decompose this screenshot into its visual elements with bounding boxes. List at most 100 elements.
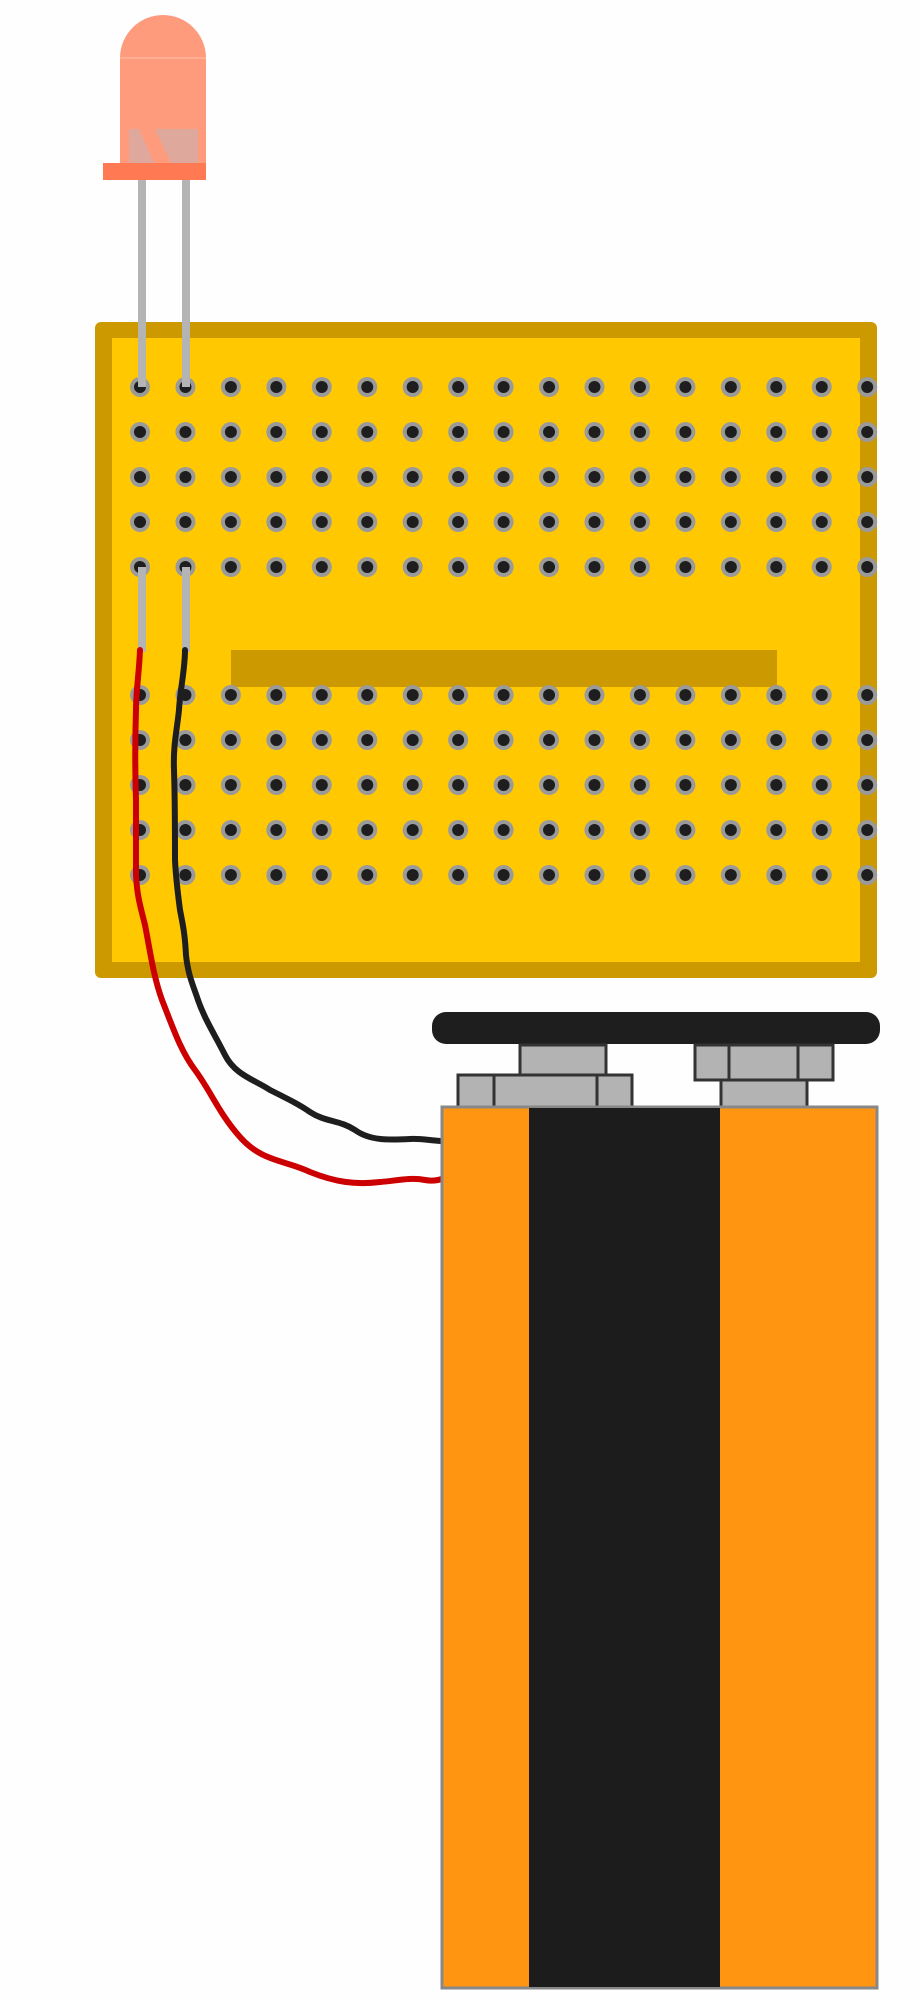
terminal-right-top	[693, 1043, 835, 1082]
breadboard-hole-center	[497, 426, 510, 438]
breadboard-hole-center	[497, 471, 510, 483]
breadboard-hole-center	[270, 734, 283, 746]
breadboard-hole-center	[633, 561, 646, 573]
terminal-right-base	[719, 1078, 809, 1109]
breadboard-hole-center	[406, 381, 419, 393]
breadboard-hole-center	[224, 779, 237, 791]
breadboard-hole-center	[815, 734, 828, 746]
breadboard-hole-center	[224, 824, 237, 836]
breadboard-hole-center	[861, 689, 874, 701]
breadboard-hole-center	[361, 426, 374, 438]
breadboard-hole-center	[815, 869, 828, 881]
breadboard-hole-center	[543, 689, 556, 701]
breadboard-hole-center	[134, 516, 146, 528]
breadboard-hole-center	[179, 824, 192, 836]
breadboard-hole-center	[724, 561, 737, 573]
breadboard-hole-center	[543, 471, 556, 483]
breadboard-hole-center	[679, 426, 692, 438]
breadboard-hole-center	[315, 689, 328, 701]
snap-cap	[432, 1012, 880, 1044]
breadboard-hole-center	[633, 516, 646, 528]
black-wire	[170, 647, 453, 1144]
breadboard-hole-center	[361, 734, 374, 746]
breadboard-hole-center	[452, 689, 465, 701]
breadboard-hole-center	[406, 516, 419, 528]
breadboard-hole-center	[815, 689, 828, 701]
breadboard-hole-center	[315, 471, 328, 483]
breadboard-hole-center	[179, 426, 192, 438]
breadboard-hole-center	[679, 516, 692, 528]
breadboard-hole-center	[588, 471, 601, 483]
breadboard-hole-center	[315, 381, 328, 393]
breadboard-hole-center	[588, 734, 601, 746]
breadboard-hole-center	[224, 869, 237, 881]
breadboard-hole-center	[497, 381, 510, 393]
breadboard-hole-center	[270, 689, 283, 701]
breadboard-hole-center	[270, 426, 283, 438]
breadboard-hole-center	[315, 561, 328, 573]
breadboard-hole-center	[724, 869, 737, 881]
breadboard-hole-center	[679, 471, 692, 483]
breadboard-hole-center	[543, 561, 556, 573]
breadboard-hole-center	[633, 779, 646, 791]
breadboard-hole-center	[815, 516, 828, 528]
led-internal-anvil	[129, 129, 198, 163]
terminal-right	[693, 1043, 835, 1109]
breadboard-hole-center	[361, 869, 374, 881]
breadboard-hole-center	[452, 779, 465, 791]
breadboard-hole-center	[406, 426, 419, 438]
battery-9v	[440, 1105, 879, 1990]
breadboard-hole-center	[543, 824, 556, 836]
breadboard-hole-center	[224, 689, 237, 701]
breadboard-hole-center	[724, 471, 737, 483]
breadboard-hole-center	[861, 471, 874, 483]
breadboard-hole-center	[452, 561, 465, 573]
breadboard-hole-center	[815, 824, 828, 836]
breadboard-hole-center	[588, 779, 601, 791]
breadboard-hole-center	[224, 381, 237, 393]
terminal-left-base	[456, 1073, 634, 1109]
breadboard-hole-center	[406, 561, 419, 573]
led-leg-anode-lower	[138, 567, 146, 652]
breadboard-hole-center	[724, 689, 737, 701]
breadboard-hole-center	[770, 426, 783, 438]
breadboard-hole-center	[815, 426, 828, 438]
breadboard-hole-center	[497, 516, 510, 528]
breadboard	[95, 322, 878, 978]
breadboard-hole-center	[452, 824, 465, 836]
breadboard-hole-center	[406, 824, 419, 836]
breadboard-hole-center	[633, 426, 646, 438]
led	[103, 15, 206, 652]
breadboard-hole-center	[315, 516, 328, 528]
breadboard-hole-center	[861, 561, 874, 573]
breadboard-hole-center	[724, 824, 737, 836]
breadboard-hole-center	[270, 779, 283, 791]
breadboard-hole-center	[724, 381, 737, 393]
breadboard-hole-center	[497, 689, 510, 701]
battery-snap-connector	[432, 1012, 880, 1109]
breadboard-hole-center	[679, 689, 692, 701]
breadboard-hole-center	[452, 516, 465, 528]
breadboard-hole-center	[770, 471, 783, 483]
breadboard-hole-center	[179, 516, 192, 528]
breadboard-hole-center	[452, 426, 465, 438]
breadboard-hole-center	[588, 689, 601, 701]
breadboard-hole-center	[179, 869, 192, 881]
breadboard-hole-center	[770, 516, 783, 528]
breadboard-holes	[130, 377, 878, 885]
breadboard-hole-center	[270, 516, 283, 528]
breadboard-hole-center	[224, 561, 237, 573]
breadboard-hole-center	[588, 516, 601, 528]
breadboard-hole-center	[361, 561, 374, 573]
breadboard-hole-center	[861, 779, 874, 791]
breadboard-hole-center	[270, 869, 283, 881]
breadboard-hole-center	[315, 869, 328, 881]
breadboard-hole-center	[588, 561, 601, 573]
breadboard-hole-center	[861, 824, 874, 836]
breadboard-hole-center	[452, 869, 465, 881]
breadboard-hole-center	[361, 471, 374, 483]
led-leg-cathode	[182, 170, 190, 387]
breadboard-hole-center	[270, 561, 283, 573]
breadboard-hole-center	[361, 689, 374, 701]
breadboard-hole-center	[270, 471, 283, 483]
